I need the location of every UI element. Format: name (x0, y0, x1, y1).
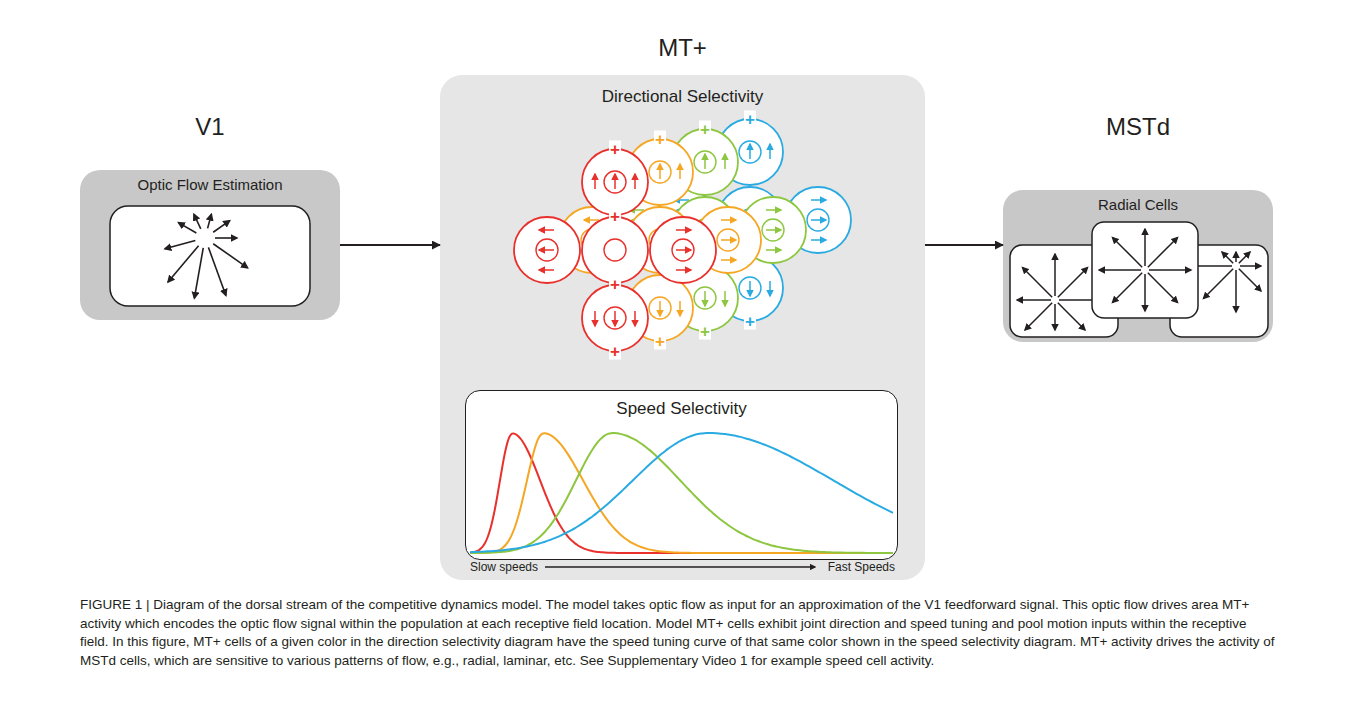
stage-panel: MSTdRadial Cells (1003, 190, 1273, 342)
flow-arrow (340, 244, 440, 246)
excitatory-sign: + (744, 313, 756, 330)
excitatory-sign: + (609, 343, 621, 360)
stage-heading: MT+ (400, 35, 965, 61)
direction-cell (740, 197, 806, 263)
panel-title: Optic Flow Estimation (80, 170, 340, 194)
panel-title: Speed Selectivity (466, 391, 897, 419)
speed-tuning-curves (470, 433, 893, 553)
excitatory-sign: + (609, 141, 621, 158)
direction-cell (785, 187, 851, 253)
direction-cell (717, 187, 783, 253)
excitatory-sign: + (654, 131, 666, 148)
flow-vector (213, 221, 230, 233)
radial-cell (1170, 245, 1268, 337)
flow-arrow (925, 244, 1003, 246)
stage-panel: V1Optic Flow Estimation (80, 170, 340, 320)
direction-cell (604, 197, 670, 263)
direction-cluster (604, 129, 806, 331)
direction-cell (582, 285, 648, 351)
axis-label: Fast Speeds (828, 561, 895, 573)
flow-vector (213, 244, 247, 268)
excitatory-sign: + (654, 333, 666, 350)
direction-cell (717, 255, 783, 321)
stage-heading: MSTd (963, 114, 1313, 140)
panel-title: Directional Selectivity (440, 75, 925, 107)
direction-cell (582, 217, 648, 283)
panel-title: Radial Cells (1003, 190, 1273, 214)
direction-cell (717, 119, 783, 185)
direction-cluster (649, 119, 851, 321)
excitatory-sign: + (744, 111, 756, 128)
radial-cell (1010, 245, 1118, 337)
direction-cell (672, 129, 738, 195)
flow-vector (165, 241, 195, 249)
direction-cell (649, 187, 715, 253)
excitatory-sign: + (699, 323, 711, 340)
direction-cell (627, 207, 693, 273)
axis-label: Slow speeds (470, 561, 538, 573)
direction-cells (514, 119, 851, 351)
flow-vector (194, 214, 201, 229)
flow-vector (208, 247, 225, 295)
direction-cell (650, 217, 716, 283)
direction-cell (672, 265, 738, 331)
speed-axis-arrow (545, 566, 815, 567)
figure-caption: FIGURE 1 | Diagram of the dorsal stream … (80, 596, 1275, 671)
flow-vectors (165, 214, 248, 298)
direction-cell (695, 207, 761, 273)
flow-vector (194, 248, 203, 298)
excitatory-sign: + (699, 121, 711, 138)
flow-vector (178, 223, 196, 233)
tuning-curve (470, 433, 893, 553)
flow-field-frame (110, 206, 310, 306)
direction-cell (559, 207, 625, 273)
direction-cell (514, 217, 580, 283)
flow-vector (215, 237, 237, 239)
radial-cells (1010, 222, 1268, 337)
direction-cell (582, 149, 648, 215)
speed-panel: Speed Selectivity (465, 390, 898, 560)
flow-vector (168, 246, 199, 282)
direction-cluster (559, 139, 761, 341)
flow-vector (208, 214, 212, 228)
direction-cluster (514, 149, 716, 351)
excitatory-sign: + (609, 208, 621, 225)
direction-cell (627, 139, 693, 205)
stage-heading: V1 (40, 114, 380, 140)
radial-cell (1092, 222, 1198, 318)
tuning-curve (470, 433, 893, 553)
direction-cell (627, 275, 693, 341)
tuning-curve (470, 433, 893, 552)
stage-panel: Speed SelectivityMT+Directional Selectiv… (440, 75, 925, 580)
excitatory-sign: + (609, 276, 621, 293)
tuning-curve (470, 433, 893, 553)
direction-cell (672, 197, 738, 263)
